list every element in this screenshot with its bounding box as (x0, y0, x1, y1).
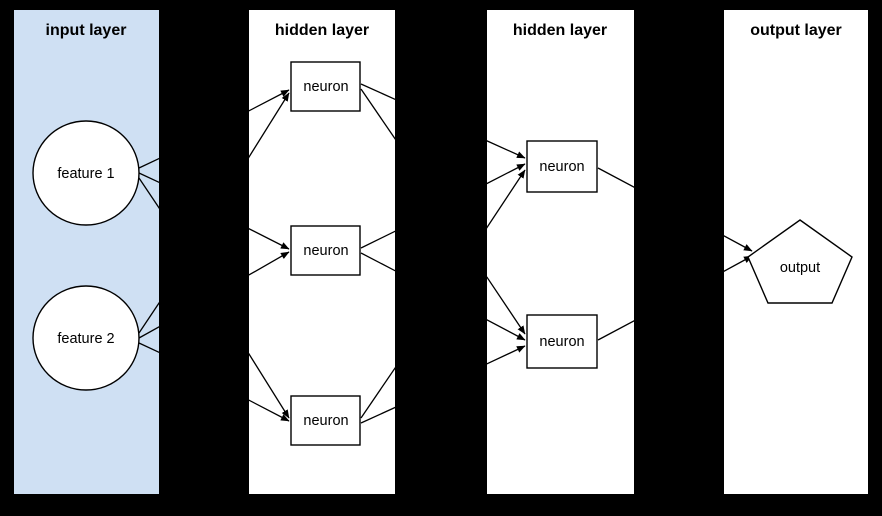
edge-h1n1-h2n2-stub (360, 88, 395, 140)
node-h1-neuron-3[interactable]: neuron (290, 395, 361, 446)
feature-2-ellipse[interactable] (32, 285, 140, 391)
edge-f2-to-h1n2 (249, 251, 290, 276)
node-feature-1[interactable]: feature 1 (32, 120, 140, 226)
h1-neuron-3-box[interactable] (290, 395, 361, 446)
node-h2-neuron-1[interactable]: neuron (526, 140, 598, 193)
feature-1-label: feature 1 (57, 166, 114, 182)
h1-neuron-2-box[interactable] (290, 225, 361, 276)
h1-neuron-1-box[interactable] (290, 61, 361, 112)
title-hidden-layer-2: hidden layer (513, 22, 607, 39)
h1-neuron-3-label: neuron (303, 413, 348, 429)
edge-h1n2-to-h2n2 (487, 319, 526, 341)
h2-neuron-2-box[interactable] (526, 314, 598, 369)
node-h1-neuron-2[interactable]: neuron (290, 225, 361, 276)
h2-neuron-1-label: neuron (539, 159, 584, 175)
title-output-layer: output layer (750, 22, 842, 39)
edge-h2n1-to-output (724, 235, 753, 252)
edge-f1-to-h1n1 (249, 89, 290, 112)
panel-hidden-layer-2 (487, 10, 634, 494)
edge-h1n3-to-h2n2 (487, 345, 526, 365)
edges-into-hidden1 (249, 89, 290, 422)
node-output[interactable]: output (747, 219, 853, 304)
edge-h1n2-to-h2n1 (487, 163, 526, 185)
output-pentagon[interactable] (747, 219, 853, 304)
node-feature-2[interactable]: feature 2 (32, 285, 140, 391)
edge-h1n1-to-h2n1 (487, 140, 526, 159)
edges-hidden1-outgoing (360, 83, 395, 424)
edge-h1n3-to-h2n1 (487, 169, 526, 229)
node-h2-neuron-2[interactable]: neuron (526, 314, 598, 369)
feature-1-ellipse[interactable] (32, 120, 140, 226)
layer-panels (14, 10, 868, 494)
panel-input-layer (14, 10, 159, 494)
edges-into-hidden2 (487, 140, 526, 365)
edge-f2-to-h1n1 (249, 92, 290, 159)
title-input-layer: input layer (46, 22, 127, 39)
edge-h1n1-h2n1-stub (360, 83, 395, 101)
edges-hidden2-outgoing (597, 167, 634, 341)
title-hidden-layer-1: hidden layer (275, 22, 369, 39)
output-label: output (780, 260, 820, 276)
edges-into-output (724, 235, 753, 273)
edge-h1n3-h2n2-stub (360, 406, 395, 424)
edge-h1n2-h2n2-stub (360, 252, 395, 272)
h2-neuron-2-label: neuron (539, 334, 584, 350)
h1-neuron-1-label: neuron (303, 79, 348, 95)
edge-f1-to-h1n2 (249, 228, 290, 250)
edge-h1n1-to-h2n2 (487, 276, 526, 335)
node-h1-neuron-1[interactable]: neuron (290, 61, 361, 112)
edge-f2-to-h1n3 (249, 399, 290, 422)
edge-h2n2-output-stub (597, 320, 634, 341)
edge-h1n3-h2n1-stub (360, 366, 395, 419)
h1-neuron-2-label: neuron (303, 243, 348, 259)
edge-h2n2-to-output (724, 255, 753, 273)
edge-f1-to-h1n3 (249, 352, 290, 419)
edge-h2n1-output-stub (597, 167, 634, 188)
h2-neuron-1-box[interactable] (526, 140, 598, 193)
feature-2-label: feature 2 (57, 331, 114, 347)
edge-h1n2-h2n1-stub (360, 230, 395, 249)
